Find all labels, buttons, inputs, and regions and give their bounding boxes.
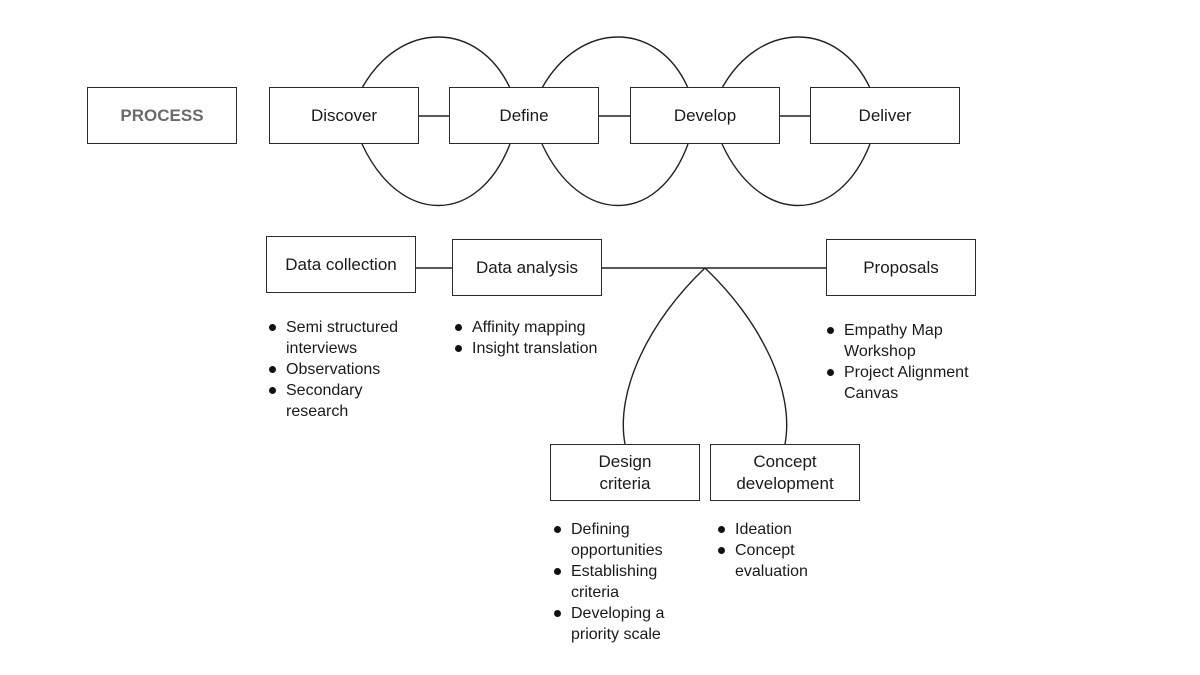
bullet-item: Developing a priority scale: [554, 603, 684, 645]
bullet-item: Concept evaluation: [718, 540, 828, 582]
design-criteria-bullets: Defining opportunities Establishing crit…: [554, 519, 684, 645]
diamond-curve-bottom-2: [541, 143, 689, 207]
diamond-curve-top-1: [361, 36, 511, 89]
process-label: PROCESS: [87, 87, 237, 144]
diamond-curve-top-2: [541, 36, 689, 89]
phase-deliver: Deliver: [810, 87, 960, 144]
step-design-criteria: Design criteria: [550, 444, 700, 501]
step-data-collection: Data collection: [266, 236, 416, 293]
bullet-item: Insight translation: [455, 338, 625, 359]
bullet-item: Semi structured interviews: [269, 317, 419, 359]
step-data-analysis: Data analysis: [452, 239, 602, 296]
step-proposals: Proposals: [826, 239, 976, 296]
phase-develop: Develop: [630, 87, 780, 144]
phase-define: Define: [449, 87, 599, 144]
diamond-curve-bottom-3: [721, 143, 871, 206]
bullet-item: Establishing criteria: [554, 561, 684, 603]
diamond-curve-top-3: [721, 36, 871, 89]
proposals-bullets: Empathy Map Workshop Project Alignment C…: [827, 320, 987, 404]
data-collection-bullets: Semi structured interviews Observations …: [269, 317, 419, 422]
branch-to-design-criteria: [622, 267, 706, 445]
bullet-item: Observations: [269, 359, 419, 380]
branch-to-concept-development: [704, 267, 788, 445]
bullet-item: Secondary research: [269, 380, 419, 422]
data-analysis-bullets: Affinity mapping Insight translation: [455, 317, 625, 359]
phase-discover: Discover: [269, 87, 419, 144]
concept-development-bullets: Ideation Concept evaluation: [718, 519, 828, 582]
bullet-item: Affinity mapping: [455, 317, 625, 338]
bullet-item: Defining opportunities: [554, 519, 684, 561]
bullet-item: Empathy Map Workshop: [827, 320, 987, 362]
step-concept-development: Concept development: [710, 444, 860, 501]
diamond-curve-bottom-1: [361, 143, 511, 206]
bullet-item: Project Alignment Canvas: [827, 362, 987, 404]
bullet-item: Ideation: [718, 519, 828, 540]
